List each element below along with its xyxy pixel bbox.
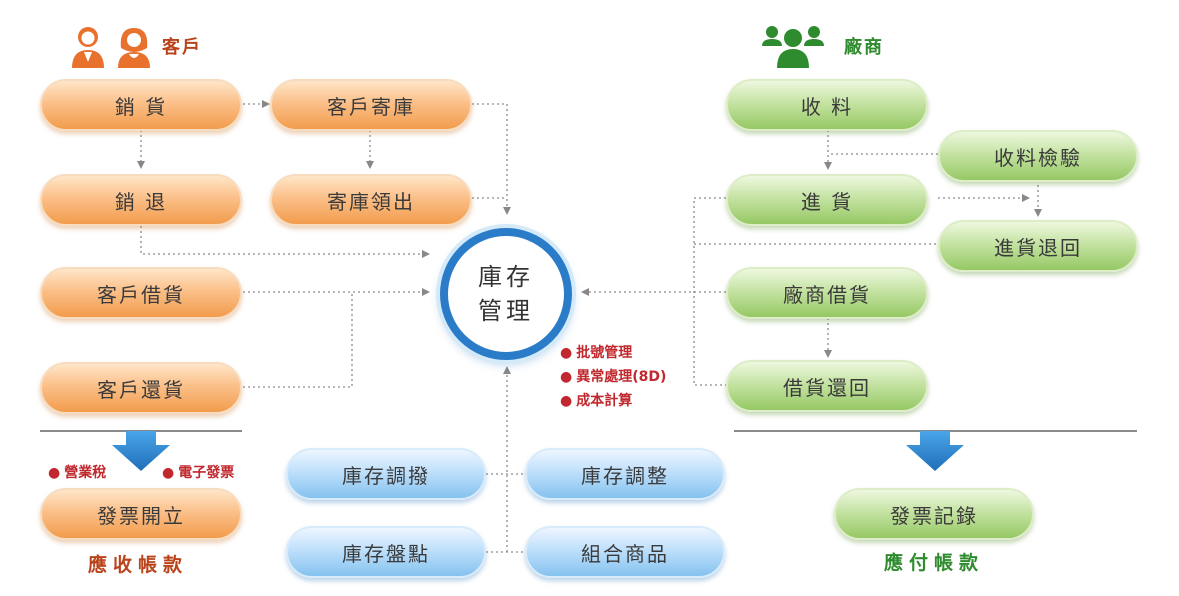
feature-costing: ●成本計算 <box>560 393 633 409</box>
feature-exception: ●異常處理(8D) <box>560 369 667 385</box>
purchase-return-box[interactable]: 進貨退回 <box>938 220 1138 272</box>
accounts-payable-caption: 應付帳款 <box>884 552 985 574</box>
vendor-header: 廠商 <box>760 22 884 70</box>
receive-box[interactable]: 收 料 <box>726 79 928 131</box>
customer-giveback-box[interactable]: 客戶還貨 <box>40 362 242 414</box>
customer-consign-box[interactable]: 客戶寄庫 <box>270 79 472 131</box>
hub-label-line1: 庫存 <box>478 263 534 291</box>
customer-title: 客戶 <box>162 37 202 58</box>
purchase-box[interactable]: 進 貨 <box>726 174 928 226</box>
customer-header: 客戶 <box>70 24 202 68</box>
invoice-issue-box[interactable]: 發票開立 <box>40 488 242 540</box>
inventory-transfer-box[interactable]: 庫存調撥 <box>286 448 486 500</box>
tax-note: ●營業稅 <box>48 465 107 481</box>
vendor-group-icon <box>762 26 824 68</box>
receive-inspect-box[interactable]: 收料檢驗 <box>938 130 1138 182</box>
invoice-record-box[interactable]: 發票記錄 <box>834 488 1034 540</box>
inventory-adjust-box[interactable]: 庫存調整 <box>525 448 725 500</box>
consign-pickup-box[interactable]: 寄庫領出 <box>270 174 472 226</box>
down-arrow-icon <box>112 431 170 471</box>
vendor-borrow-box[interactable]: 廠商借貨 <box>726 267 928 319</box>
inventory-management-hub[interactable]: 庫存 管理 <box>440 228 572 360</box>
inventory-stocktake-box[interactable]: 庫存盤點 <box>286 526 486 578</box>
feature-batch: ●批號管理 <box>560 345 633 361</box>
hub-feature-list: ●批號管理 ●異常處理(8D) ●成本計算 <box>560 342 666 410</box>
customer-borrow-box[interactable]: 客戶借貨 <box>40 267 242 319</box>
hub-label-line2: 管理 <box>478 297 534 325</box>
customer-male-icon <box>72 27 104 68</box>
down-arrow-icon <box>906 431 964 471</box>
e-invoice-note: ●電子發票 <box>162 465 235 481</box>
borrow-return-box[interactable]: 借貨還回 <box>726 360 928 412</box>
sales-return-box[interactable]: 銷 退 <box>40 174 242 226</box>
accounts-receivable-caption: 應收帳款 <box>88 554 189 576</box>
customer-female-icon <box>118 28 150 68</box>
bundle-product-box[interactable]: 組合商品 <box>525 526 725 578</box>
vendor-title: 廠商 <box>844 37 884 58</box>
sales-box[interactable]: 銷 貨 <box>40 79 242 131</box>
